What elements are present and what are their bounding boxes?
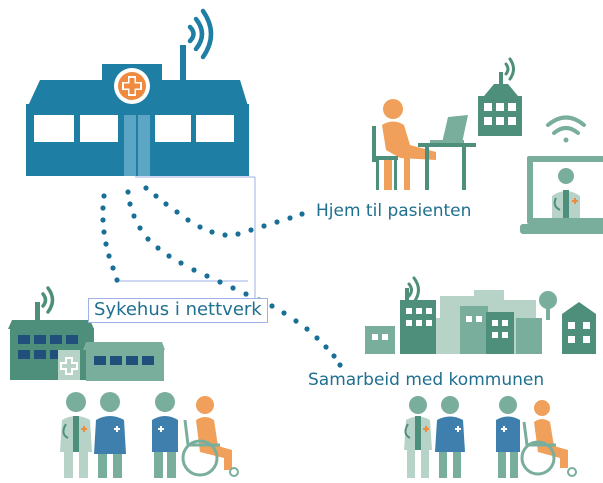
network-hospital-icon bbox=[8, 286, 165, 381]
selection-frame bbox=[118, 176, 256, 300]
healthcare-staff-icon bbox=[404, 396, 577, 478]
patient-at-desk-icon bbox=[372, 99, 476, 190]
small-house-icon bbox=[478, 57, 522, 136]
town-buildings-icon bbox=[365, 276, 596, 354]
connector-dots bbox=[100, 185, 343, 368]
wifi-icon bbox=[41, 286, 55, 314]
wheelchair-icon bbox=[520, 400, 577, 477]
medical-cross-icon bbox=[60, 357, 78, 375]
medical-cross-icon bbox=[114, 68, 150, 104]
healthcare-staff-icon bbox=[60, 392, 239, 478]
home-to-patient-label: Hjem til pasienten bbox=[311, 201, 477, 223]
main-hospital-icon bbox=[26, 8, 249, 176]
wifi-icon bbox=[407, 276, 420, 304]
municipality-cooperation-label: Samarbeid med kommunen bbox=[303, 370, 550, 392]
laptop-video-call-icon bbox=[520, 115, 603, 234]
wifi-icon bbox=[187, 8, 214, 60]
home-patient-icon bbox=[372, 57, 603, 234]
wheelchair-icon bbox=[181, 396, 239, 477]
wifi-icon bbox=[546, 115, 586, 143]
hospitals-in-network-label: Sykehus i nettverk bbox=[88, 298, 268, 323]
